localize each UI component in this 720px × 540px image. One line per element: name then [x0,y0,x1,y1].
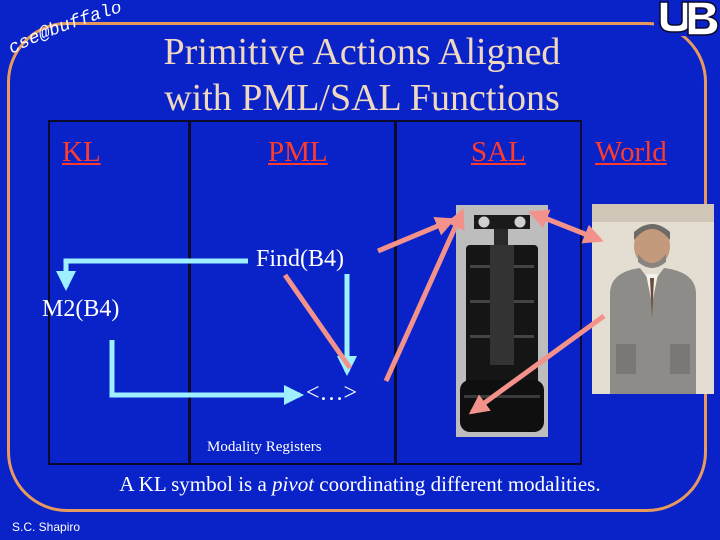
cse-buffalo-logo: cse@buffalo [8,4,125,59]
arrow-world-to-robot [468,313,606,415]
slide-title-line-1: Primitive Actions Aligned [163,31,561,73]
footnote-text-after: coordinating different modalities. [314,472,601,496]
column-divider-kl-pml [188,122,191,463]
arrow-find-to-kl [56,258,248,291]
find-b4-label: Find(B4) [256,246,345,272]
ub-logo [654,0,720,36]
m2-b4-label: M2(B4) [42,296,120,322]
tuple-label: <…> [306,380,358,406]
footnote-text-before: A KL symbol is a [119,472,273,496]
column-header-kl: KL [62,136,101,168]
arrow-robot-to-world-top [528,209,604,244]
column-divider-pml-sal [394,122,397,463]
footnote-pivot-word: pivot [272,472,315,496]
author-credit: S.C. Shapiro [12,520,81,534]
diagram-panel [48,120,582,465]
column-header-sal: SAL [471,136,526,168]
footnote: A KL symbol is a pivot coordinating diff… [0,472,720,497]
modality-registers-label: Modality Registers [207,439,322,455]
column-header-world: World [595,136,667,168]
robot-photo [456,205,548,437]
arrow-find-to-robot [377,216,456,254]
arrow-tuple-to-robot [383,208,465,383]
arrow-m2-to-tuple [109,340,304,405]
slide-title-line-2: with PML/SAL Functions [164,77,560,119]
arrow-find-to-sal [282,273,353,370]
column-header-pml: PML [268,136,328,168]
person-photo [592,204,714,394]
